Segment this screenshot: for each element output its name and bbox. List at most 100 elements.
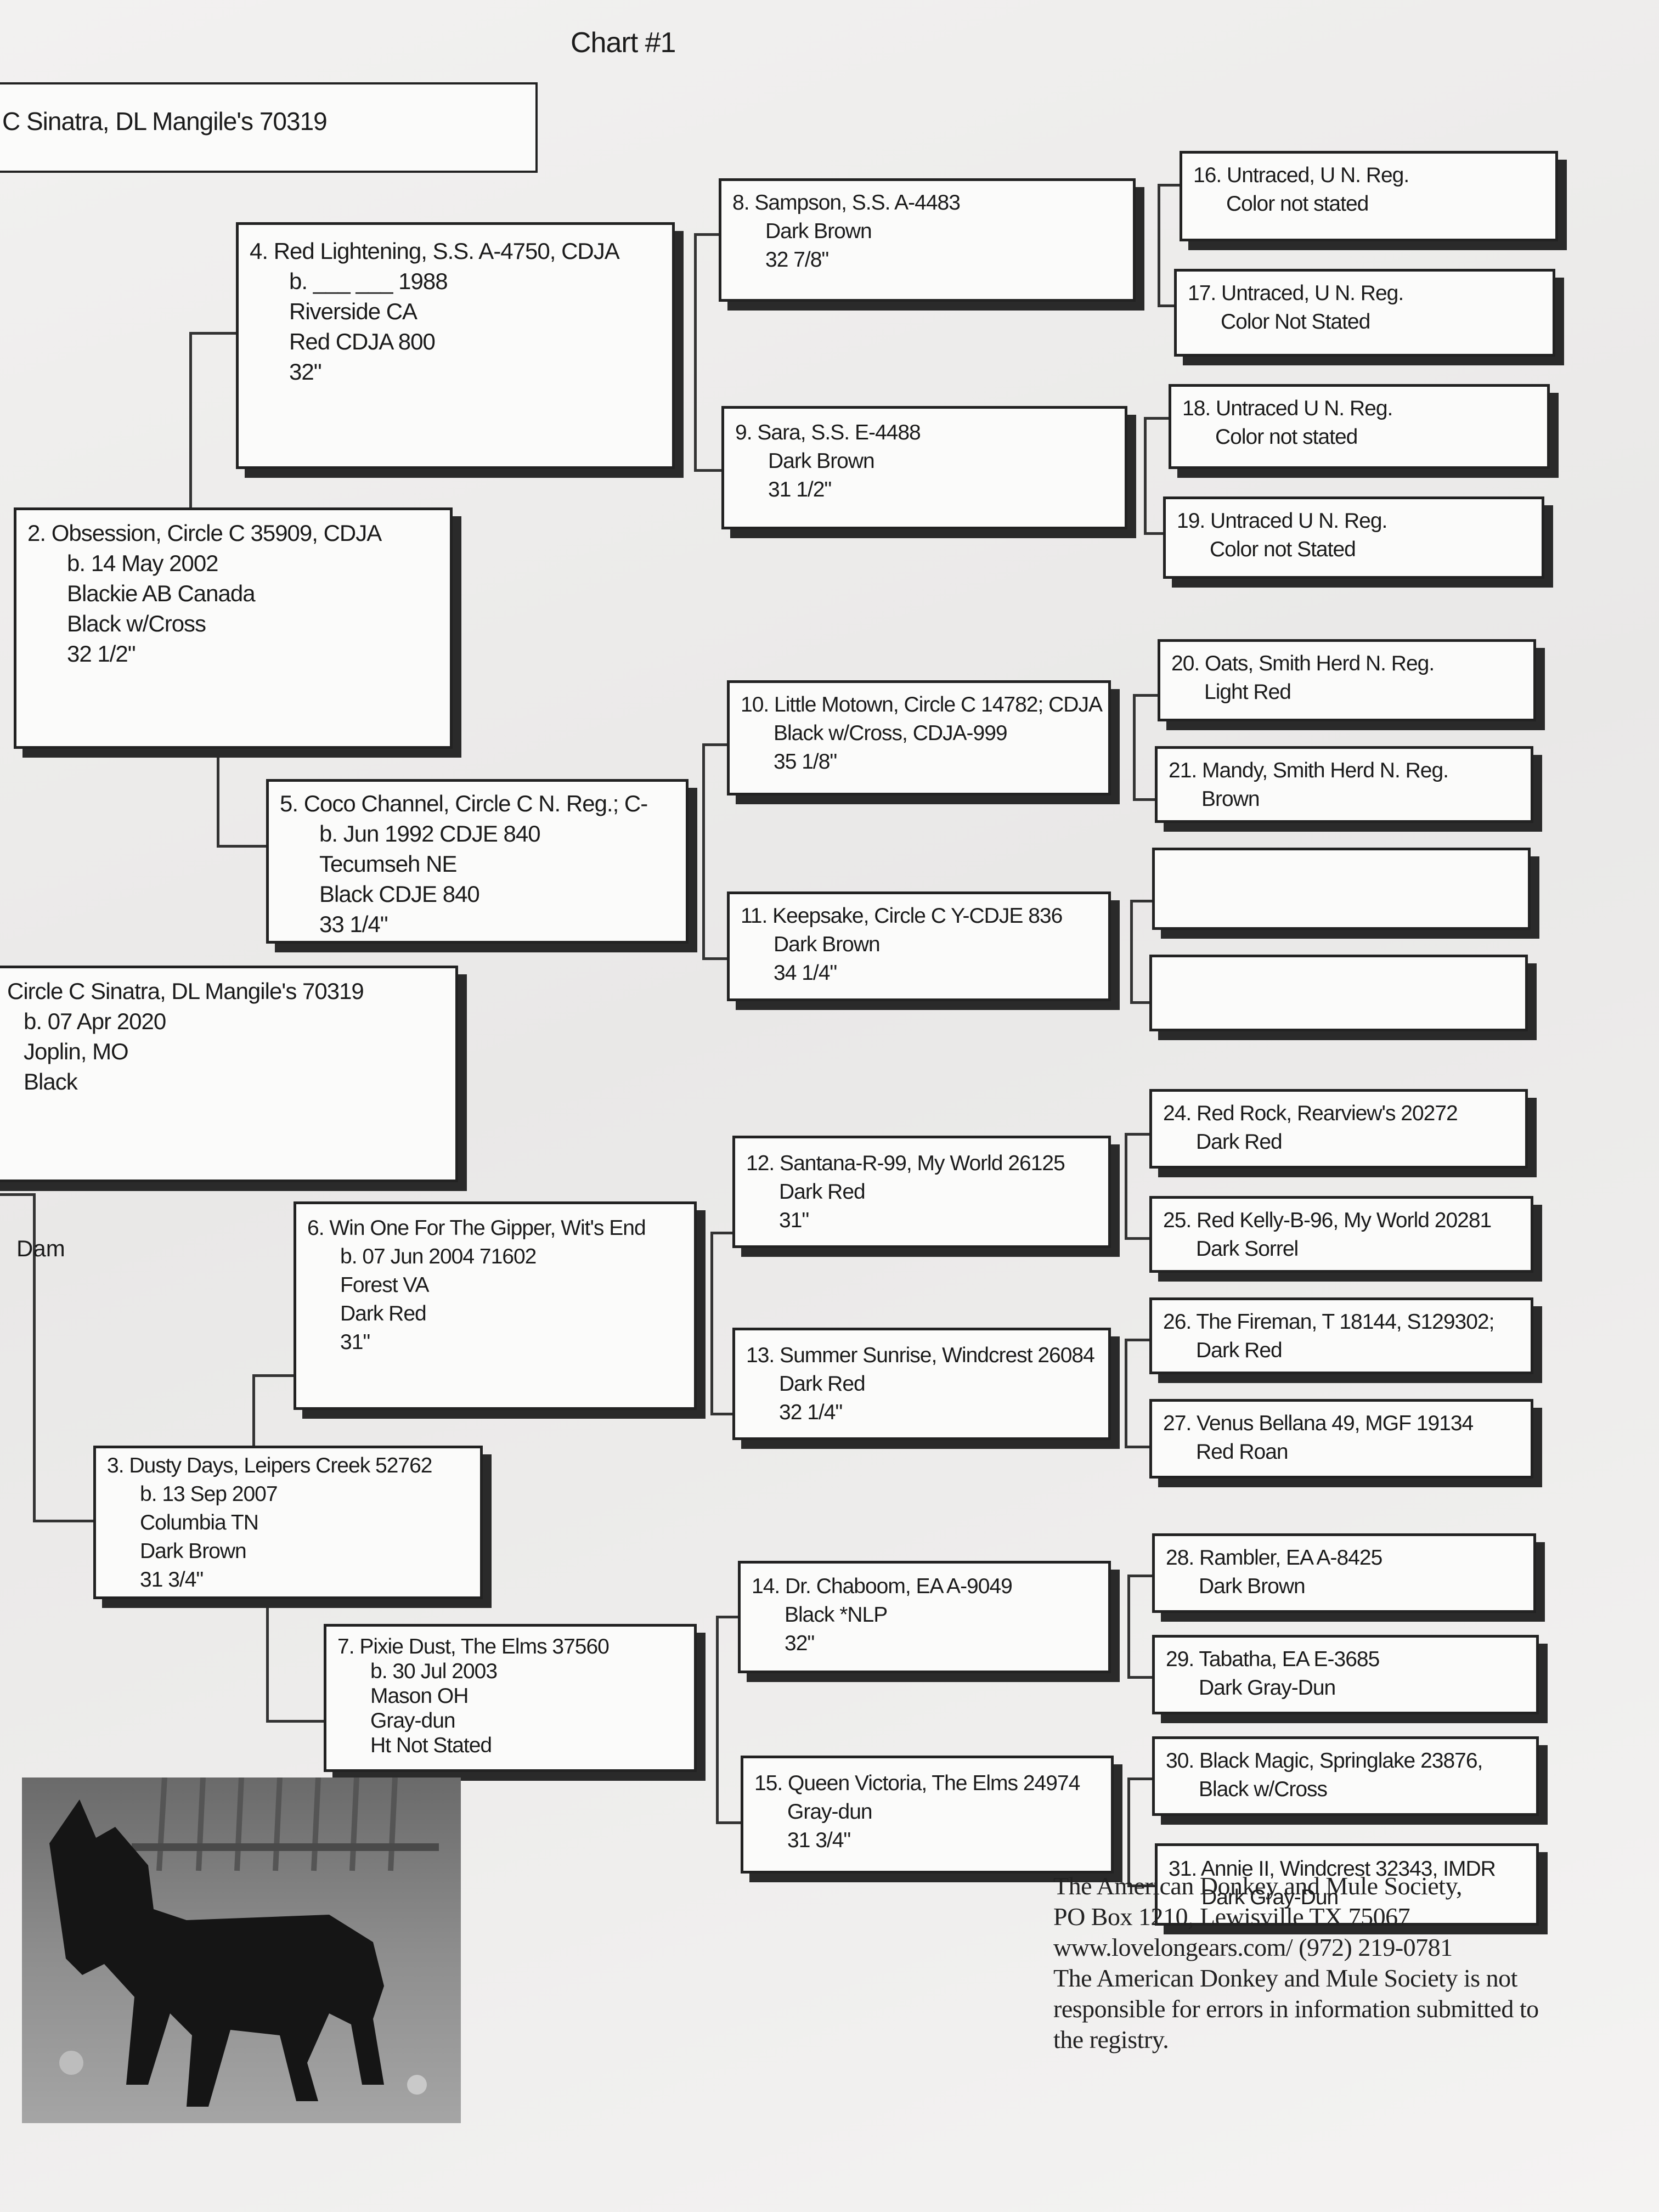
ancestor-box-5: 5. Coco Channel, Circle C N. Reg.; C- b.… <box>266 779 689 944</box>
connector-line <box>189 332 244 335</box>
connector-line <box>1144 532 1169 535</box>
ancestor-detail: Dark Sorrel <box>1196 1237 1299 1261</box>
ancestor-box-4: 4. Red Lightening, S.S. A-4750, CDJA b. … <box>236 222 675 469</box>
ancestor-detail: 31" <box>340 1330 370 1354</box>
ancestor-box-6: 6. Win One For The Gipper, Wit's End b. … <box>294 1201 697 1410</box>
ancestor-detail: 32 1/4" <box>779 1401 843 1424</box>
connector-line <box>1125 1339 1155 1341</box>
connector-line <box>1133 694 1163 697</box>
ancestor-detail: Gray-dun <box>370 1709 456 1733</box>
connector-line <box>1144 417 1169 420</box>
connector-line <box>252 1374 304 1377</box>
ancestor-detail: Black w/Cross <box>67 611 206 636</box>
connector-line <box>189 332 192 507</box>
connector-line <box>1130 900 1155 902</box>
connector-line <box>716 1821 743 1824</box>
ancestor-box-8: 8. Sampson, S.S. A-4483 Dark Brown 32 7/… <box>719 178 1136 302</box>
ancestor-detail: Color not Stated <box>1210 538 1356 561</box>
ancestor-detail: Dark Brown <box>774 933 881 956</box>
ancestor-detail: 31 1/2" <box>768 478 832 501</box>
ancestor-detail: Brown <box>1201 787 1260 811</box>
connector-line <box>710 1232 713 1415</box>
ancestor-box-15: 15. Queen Victoria, The Elms 24974 Gray-… <box>741 1756 1114 1874</box>
ancestor-detail: Forest VA <box>340 1273 430 1297</box>
ancestor-detail: Dark Gray-Dun <box>1201 1886 1339 1909</box>
ancestor-name: 6. Win One For The Gipper, Wit's End <box>307 1216 646 1240</box>
connector-line <box>694 233 697 472</box>
ancestor-detail: Black *NLP <box>785 1603 888 1627</box>
connector-line <box>1130 900 1133 1004</box>
dam-box: 3. Dusty Days, Leipers Creek 52762 b. 13… <box>93 1446 483 1599</box>
ancestor-box-16: 16. Untraced, U N. Reg. Color not stated <box>1180 151 1558 241</box>
ancestor-detail: Dark Gray-Dun <box>1199 1676 1336 1700</box>
connector-line <box>702 743 730 746</box>
ancestor-detail: Color Not Stated <box>1221 310 1370 334</box>
ancestor-name: 26. The Fireman, T 18144, S129302; <box>1163 1310 1494 1334</box>
ancestor-detail: b. Jun 1992 CDJE 840 <box>319 821 541 847</box>
ancestor-box-24: 24. Red Rock, Rearview's 20272 Dark Red <box>1149 1089 1528 1169</box>
footer-line: the registry. <box>1053 2025 1169 2053</box>
connector-line <box>716 1616 743 1618</box>
subject-place: Joplin, MO <box>24 1039 129 1064</box>
connector-line <box>1125 1133 1127 1240</box>
header-name: C Sinatra, DL Mangile's 70319 <box>2 107 328 136</box>
ancestor-box-12: 12. Santana-R-99, My World 26125 Dark Re… <box>732 1136 1111 1248</box>
ancestor-name: 29. Tabatha, EA E-3685 <box>1166 1647 1380 1671</box>
ancestor-box-27: 27. Venus Bellana 49, MGF 19134 Red Roan <box>1149 1399 1533 1479</box>
connector-line <box>1125 1133 1155 1136</box>
ancestor-detail: Black w/Cross, CDJA-999 <box>774 721 1008 745</box>
connector-line <box>33 1193 36 1522</box>
ancestor-detail: Mason OH <box>370 1684 469 1708</box>
ancestor-detail: b. 07 Jun 2004 71602 <box>340 1245 537 1268</box>
connector-line <box>1127 1778 1130 1887</box>
ancestor-detail: b. 30 Jul 2003 <box>370 1660 498 1683</box>
ancestor-name: 25. Red Kelly-B-96, My World 20281 <box>1163 1209 1492 1232</box>
ancestor-name: 31. Annie II, Windcrest 32343, IMDR <box>1169 1857 1496 1881</box>
chart-title: Chart #1 <box>571 27 676 59</box>
ancestor-name: 17. Untraced, U N. Reg. <box>1188 281 1404 305</box>
ancestor-detail: Dark Red <box>1196 1130 1283 1154</box>
ancestor-name: 19. Untraced U N. Reg. <box>1177 509 1387 533</box>
connector-line <box>266 1605 269 1720</box>
connector-line <box>1133 694 1136 801</box>
ancestor-name: 5. Coco Channel, Circle C N. Reg.; C- <box>280 791 648 816</box>
ancestor-detail: Red Roan <box>1196 1440 1289 1464</box>
connector-line <box>0 1193 36 1196</box>
ancestor-detail: Blackie AB Canada <box>67 580 256 606</box>
subject-born: b. 07 Apr 2020 <box>24 1008 166 1034</box>
ancestor-detail: Red CDJA 800 <box>289 329 436 354</box>
subject-name: Circle C Sinatra, DL Mangile's 70319 <box>7 978 364 1004</box>
ancestor-detail: 35 1/8" <box>774 750 837 774</box>
ancestor-detail: 32" <box>785 1632 815 1655</box>
ancestor-detail: Dark Red <box>779 1372 866 1396</box>
ancestor-detail: Dark Brown <box>1199 1575 1306 1598</box>
connector-line <box>266 1720 326 1723</box>
ancestor-detail: Tecumseh NE <box>319 851 457 877</box>
connector-line <box>33 1520 96 1522</box>
ancestor-detail: 31" <box>779 1209 809 1232</box>
ancestor-detail: Ht Not Stated <box>370 1734 492 1757</box>
connector-line <box>702 957 730 960</box>
connector-line <box>1158 184 1182 187</box>
ancestor-box-25: 25. Red Kelly-B-96, My World 20281 Dark … <box>1149 1196 1533 1273</box>
ancestor-detail: Dark Red <box>340 1302 427 1325</box>
ancestor-detail: b. 14 May 2002 <box>67 550 219 576</box>
footer-line: The American Donkey and Mule Society, <box>1053 1872 1462 1900</box>
ancestor-box-26: 26. The Fireman, T 18144, S129302; Dark … <box>1149 1297 1533 1374</box>
connector-line <box>716 1616 719 1824</box>
ancestor-box-31: 31. Annie II, Windcrest 32343, IMDR Dark… <box>1155 1843 1539 1926</box>
ancestor-name: 28. Rambler, EA A-8425 <box>1166 1546 1383 1570</box>
connector-line <box>217 845 272 848</box>
ancestor-box-29: 29. Tabatha, EA E-3685 Dark Gray-Dun <box>1152 1635 1539 1714</box>
ancestor-detail: 32 1/2" <box>67 641 136 667</box>
connector-line <box>1127 1575 1130 1679</box>
ancestor-detail: Riverside CA <box>289 298 417 324</box>
ancestor-box-7: 7. Pixie Dust, The Elms 37560 b. 30 Jul … <box>324 1624 697 1772</box>
connector-line <box>1127 1884 1158 1887</box>
footer-line: PO Box 1210, Lewisville TX 75067 <box>1053 1903 1410 1931</box>
connector-line <box>217 752 219 845</box>
ancestor-detail: Dark Brown <box>765 219 872 243</box>
ancestor-name: 10. Little Motown, Circle C 14782; CDJA <box>741 693 1103 716</box>
connector-line <box>1125 1339 1127 1448</box>
